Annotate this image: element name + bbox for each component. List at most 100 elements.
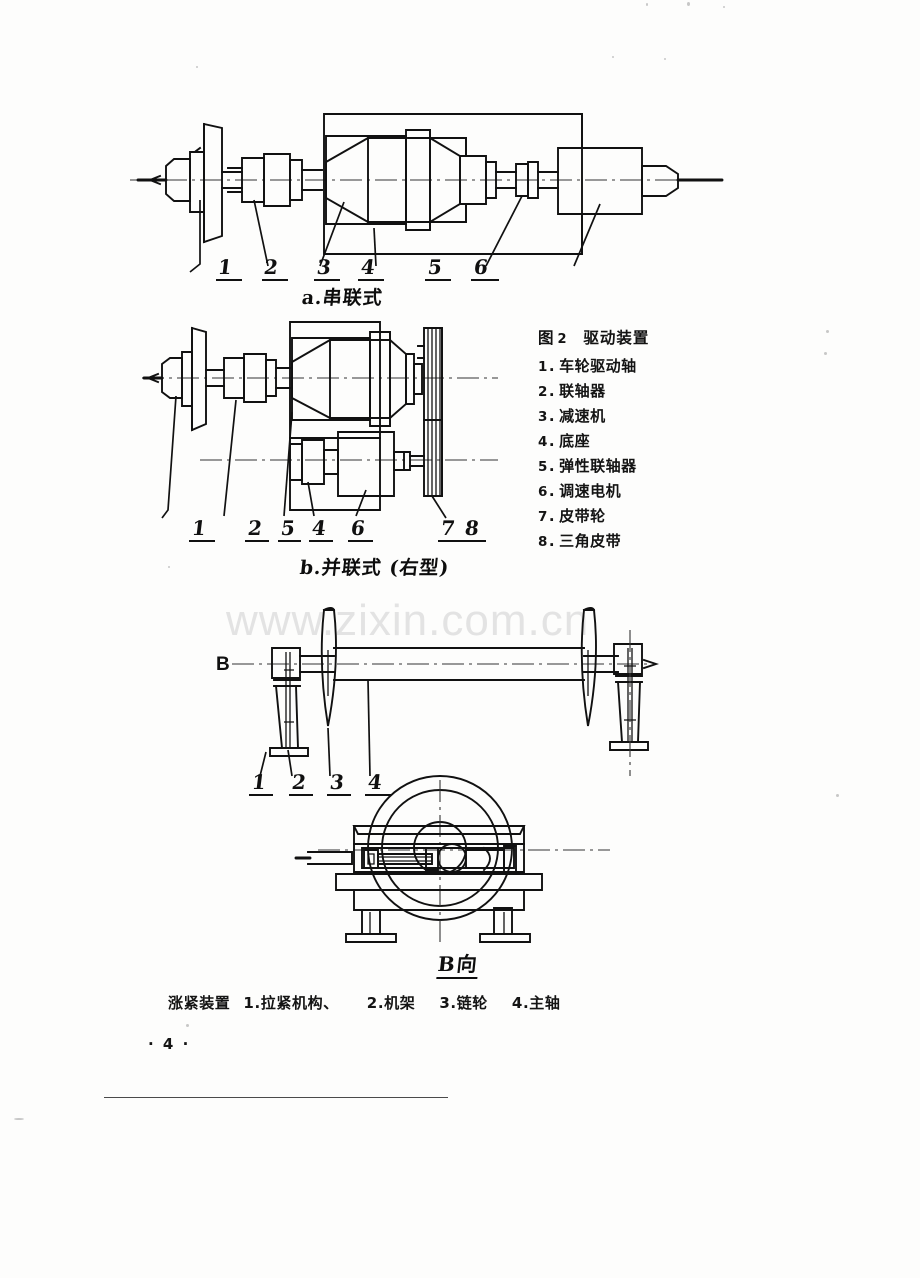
- scan-speck: [826, 330, 829, 333]
- scan-speck: [646, 3, 648, 6]
- scan-speck: [687, 2, 690, 6]
- figure-b-label-4: 4: [310, 516, 328, 540]
- bottom-caption-index: 1: [243, 994, 255, 1012]
- bottom-caption-title: 涨紧装置: [168, 994, 231, 1012]
- legend-item-index: 3: [538, 409, 548, 425]
- legend-item: 4.底座: [538, 434, 838, 450]
- legend-item: 8.三角皮带: [538, 534, 838, 550]
- legend-item-label: 皮带轮: [559, 507, 606, 525]
- legend-item: 5.弹性联轴器: [538, 459, 838, 475]
- figure-b-label-5-underline: [278, 540, 301, 542]
- legend-item-sep: .: [548, 532, 556, 550]
- legend-item-index: 5: [538, 459, 548, 475]
- scan-speck: [664, 58, 666, 60]
- legend-item-label: 调速电机: [559, 482, 622, 500]
- figure-b-label-1: 1: [190, 516, 208, 540]
- legend-item-index: 7: [538, 509, 548, 525]
- legend-item-sep: .: [548, 357, 556, 375]
- figure-d-caption: B向: [436, 948, 481, 979]
- bottom-caption-index: 4: [511, 994, 523, 1012]
- figure-b-caption: b.并联式 (右型): [298, 557, 451, 579]
- legend-item-sep: .: [548, 457, 556, 475]
- legend-item-label: 车轮驱动轴: [559, 357, 637, 375]
- bottom-caption-label: 链轮: [456, 994, 488, 1012]
- legend-item-label: 减速机: [559, 407, 606, 425]
- figure-a-label-4: 4: [359, 255, 377, 279]
- bottom-caption-index: 3: [439, 994, 451, 1012]
- figure-b-label-78-underline: [438, 540, 486, 542]
- legend-item-sep: .: [548, 432, 556, 450]
- site-watermark: www.zixin.com.cn: [226, 596, 590, 645]
- figure-c-label-4-underline: [365, 794, 391, 796]
- figure-a-label-6-underline: [471, 279, 499, 281]
- figure-a-label-2-underline: [262, 279, 288, 281]
- figure-b-label-7: 7: [439, 516, 457, 540]
- bottom-caption-label: 机架: [384, 994, 416, 1012]
- legend-item: 3.减速机: [538, 409, 838, 425]
- figure-b-label-2-underline: [245, 540, 269, 542]
- figure-c-label-1: 1: [250, 770, 268, 794]
- figure-c-main-shaft: [232, 600, 666, 780]
- legend-item: 1.车轮驱动轴: [538, 359, 838, 375]
- scan-speck: [168, 566, 170, 568]
- legend-item-index: 2: [538, 384, 548, 400]
- figure-a-caption: a.串联式: [300, 287, 384, 309]
- scan-speck: [196, 66, 198, 68]
- legend-item-sep: .: [548, 507, 556, 525]
- figure-c-label-2-underline: [289, 794, 313, 796]
- figure-b-label-8: 8: [463, 516, 481, 540]
- legend-item-index: 6: [538, 484, 548, 500]
- legend-item-sep: .: [548, 407, 556, 425]
- figure-b-label-1-underline: [189, 540, 215, 542]
- figure-b-parallel-drive: [142, 320, 502, 540]
- figure-b-label-6-underline: [348, 540, 373, 542]
- figure-b-label-5: 5: [279, 516, 297, 540]
- figure-b-label-4-underline: [309, 540, 333, 542]
- page-number: · 4 ·: [148, 1035, 191, 1053]
- legend-item: 6.调速电机: [538, 484, 838, 500]
- scan-speck: [612, 56, 614, 58]
- figure-a-label-5-underline: [425, 279, 451, 281]
- legend-item-sep: .: [548, 482, 556, 500]
- figure-a-series-drive: [130, 96, 724, 296]
- legend-item-label: 弹性联轴器: [559, 457, 637, 475]
- figure-c-label-3-underline: [327, 794, 351, 796]
- legend-item-label: 底座: [559, 432, 591, 450]
- footer-rule: [104, 1097, 448, 1098]
- legend-item: 7.皮带轮: [538, 509, 838, 525]
- scan-speck: [186, 1024, 189, 1027]
- scan-speck: [824, 352, 827, 355]
- figure-d-caption-text: B向: [436, 952, 481, 979]
- legend-title-number: 2: [557, 332, 568, 347]
- bottom-caption-label: 拉紧机构、: [260, 994, 339, 1012]
- figure-d-b-view: [294, 775, 618, 946]
- section-marker-b: B: [216, 654, 230, 675]
- legend-item-index: 8: [538, 534, 548, 550]
- figure-c-label-1-underline: [249, 794, 273, 796]
- figure-a-label-3-underline: [314, 279, 340, 281]
- figure-a-label-1-underline: [216, 279, 242, 281]
- legend-item-index: 4: [538, 434, 548, 450]
- scan-speck: [836, 794, 839, 797]
- figure-a-label-6: 6: [472, 255, 490, 279]
- legend-item: 2.联轴器: [538, 384, 838, 400]
- legend-item-label: 联轴器: [559, 382, 606, 400]
- bottom-caption-index: 2: [366, 994, 378, 1012]
- bottom-caption-label: 主轴: [529, 994, 561, 1012]
- scan-speck: [14, 1118, 24, 1120]
- legend-item-index: 1: [538, 359, 548, 375]
- figure-a-label-3: 3: [315, 255, 333, 279]
- figure-c-label-2: 2: [290, 770, 308, 794]
- legend-title-label: 图: [538, 329, 555, 347]
- legend-title-text: 驱动装置: [583, 329, 650, 347]
- figure-b-label-2: 2: [246, 516, 264, 540]
- figure-a-label-5: 5: [426, 255, 444, 279]
- legend-item-list: 1.车轮驱动轴 2.联轴器 3.减速机 4.底座 5.弹性联轴器 6.调速电机 …: [538, 359, 838, 550]
- figure-a-label-4-underline: [358, 279, 384, 281]
- figure-a-label-2: 2: [262, 255, 280, 279]
- figure-b-label-6: 6: [349, 516, 367, 540]
